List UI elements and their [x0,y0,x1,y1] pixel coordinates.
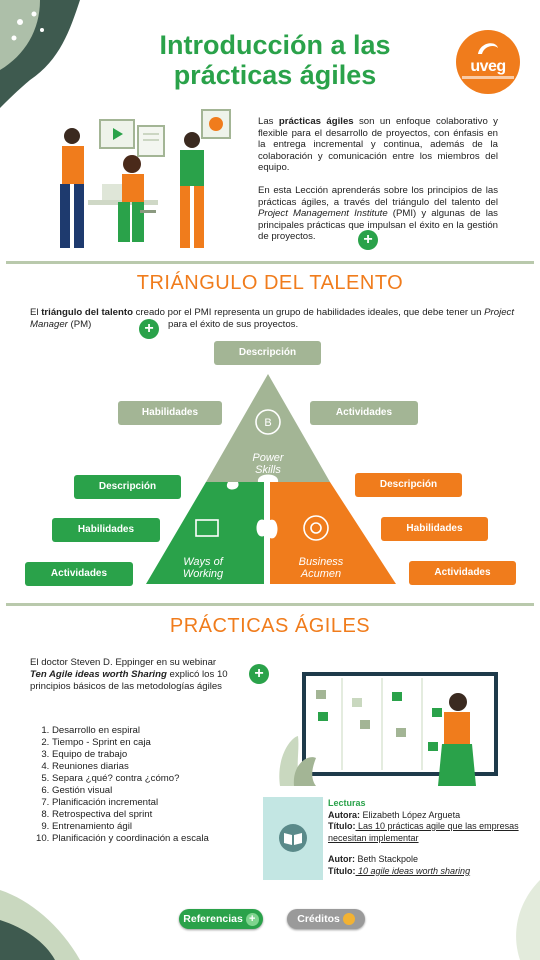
reading-1-author: Autora: Elizabeth López Argueta [328,810,528,822]
agile-heading: PRÁCTICAS ÁGILES [169,615,371,637]
author-name: Elizabeth López Argueta [360,809,461,820]
list-item: Planificación incremental [52,797,268,809]
agile-text-line-1: El doctor Steven D. Eppinger en su webin… [30,657,217,668]
agile-text-line-3: principios básicos de las metodologías á… [30,681,222,692]
agile-text-line-2-post: explicó los 10 [166,669,228,680]
reading-2-link[interactable]: 10 agile ideas worth sharing [355,865,471,876]
ways-activities-button[interactable]: Actividades [25,562,133,586]
title-line-2: prácticas ágiles [173,60,377,90]
team-illustration [60,109,231,248]
list-item: Gestión visual [52,785,268,797]
power-skills-line-1: Power [252,452,284,464]
business-line-2: Acumen [300,568,342,580]
business-acumen-piece [270,482,396,584]
corner-decoration-bottom-left [0,890,80,960]
list-item: Desarrollo en espiral [52,725,268,737]
kanban-board-illustration [279,672,498,786]
talent-heading: TRIÁNGULO DEL TALENTO [136,272,404,294]
reading-1-link[interactable]: Las 10 prácticas agile que las empresas … [328,821,519,843]
ways-description-button[interactable]: Descripción [74,475,181,499]
agile-text: El doctor Steven D. Eppinger en su webin… [30,657,270,693]
section-divider-2 [6,603,534,606]
power-skills-skills-button[interactable]: Habilidades [118,401,222,425]
talent-triangle: B [146,374,396,584]
intro-plus-button[interactable]: + [358,230,378,250]
ways-of-working-piece [146,482,264,584]
ways-line-1: Ways of [183,556,223,568]
agile-principles-list: Desarrollo en espiral Tiempo - Sprint en… [28,725,268,845]
reading-2-title: Título: 10 agile ideas worth sharing [328,866,528,878]
readings-spacer [328,844,528,854]
logo-text: uveg [470,58,506,75]
corner-decoration-bottom-right [516,880,540,960]
title-label: Título: [328,821,356,831]
page-title: Introducción a las prácticas ágiles [120,30,430,90]
talent-text-end: para el éxito de sus proyectos. [168,319,299,330]
list-item: Separa ¿qué? contra ¿cómo? [52,773,268,785]
title-label-2: Título: [328,865,356,876]
ways-line-2: Working [182,568,224,580]
references-button[interactable]: Referencias + [179,909,263,929]
credits-button[interactable]: Créditos [287,909,365,929]
talent-text-italic: Project Manager [30,307,514,330]
intro-p1-bold: prácticas ágiles [278,116,354,127]
talent-text: El triángulo del talento creado por el P… [30,307,514,331]
logo-swirl-icon [478,43,498,54]
reading-2-author: Autor: Beth Stackpole [328,854,528,866]
intro-p1-pre: Las [258,116,279,127]
list-item: Planificación y coordinación a escala [52,833,268,845]
business-description-button[interactable]: Descripción [355,473,462,497]
author-label: Autora: [328,809,360,820]
author-label-2: Autor: [328,854,355,864]
ways-skills-button[interactable]: Habilidades [52,518,160,542]
business-activities-button[interactable]: Actividades [409,561,516,585]
section-divider [6,261,534,264]
readings-block: Lecturas Autora: Elizabeth López Argueta… [328,798,528,877]
power-skills-activities-button[interactable]: Actividades [310,401,418,425]
intro-paragraph-2: En esta Lección aprenderás sobre los pri… [258,185,498,243]
intro-text: Las prácticas ágiles son un enfoque cola… [258,116,498,254]
intro-p2-post: (PMI) y algunas de las principales práct… [258,208,498,243]
talent-plus-button[interactable]: + [139,319,159,339]
references-label: Referencias [183,913,243,925]
talent-text-pre: El [30,307,42,318]
power-skills-piece [206,374,330,482]
list-item: Equipo de trabajo [52,749,268,761]
list-item: Retrospectiva del sprint [52,809,268,821]
talent-text-bold: triángulo del talento [41,307,133,318]
intro-paragraph-1: Las prácticas ágiles son un enfoque cola… [258,116,498,174]
talent-text-post: (PM) [67,319,92,330]
author-name-2: Beth Stackpole [355,854,419,864]
list-item: Entrenamiento ágil [52,821,268,833]
readings-heading: Lecturas [328,798,366,808]
logo-tagline [462,76,514,79]
smiley-icon [342,913,355,926]
reading-1-title: Título: Las 10 prácticas agile que las e… [328,821,528,844]
plus-icon: + [245,912,259,926]
intro-p2-pre: En esta Lección aprenderás sobre los pri… [258,184,498,208]
intro-p1-post: son un enfoque colaborativo y flexible p… [258,116,498,174]
intro-p2-italic: Project Management Institute [258,208,388,220]
svg-text:B: B [264,417,271,429]
readings-book-panel [263,797,323,880]
list-item: Reuniones diarias [52,761,268,773]
power-skills-line-2: Skills [255,464,281,476]
agile-webinar-title: Ten Agile ideas worth Sharing [30,669,167,680]
corner-decoration-top-left [0,0,80,108]
list-item: Tiempo - Sprint en caja [52,737,268,749]
business-line-1: Business [298,556,344,568]
credits-label: Créditos [297,913,340,925]
power-skills-description-button[interactable]: Descripción [214,341,321,365]
agile-plus-button[interactable]: + [249,664,269,684]
business-skills-button[interactable]: Habilidades [381,517,488,541]
talent-text-mid: creado por el PMI representa un grupo de… [132,307,485,318]
title-line-1: Introducción a las [159,30,391,60]
agile-text-line-2: Ten Agile ideas worth Sharing explicó lo… [30,669,270,681]
uveg-logo: uveg [456,30,520,94]
open-book-icon [279,824,307,852]
